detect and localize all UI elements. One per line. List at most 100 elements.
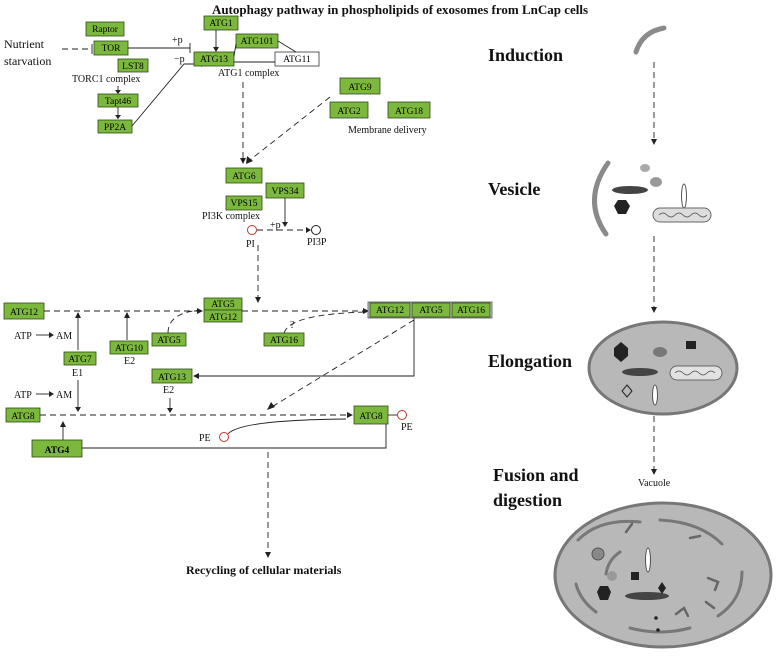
atp-label-2: ATP [14,390,32,401]
atg13-atg101-link [233,43,237,57]
gene-atg9[interactable]: ATG9 [339,77,381,95]
arrowhead [651,469,657,475]
svg-text:VPS15: VPS15 [231,199,258,209]
vesicle-membrane-icon [592,160,611,237]
gene-atg11[interactable]: ATG11 [274,51,320,67]
pi-label: PI [246,239,255,250]
complex-to-atg13 [196,318,415,377]
vacuole-dark-oval-icon [625,592,669,600]
svg-text:ATG13: ATG13 [200,55,228,65]
question-label: ? [290,320,295,331]
elong-diamond-icon [621,384,633,398]
arrowhead [240,158,246,164]
gene-pp2a[interactable]: PP2A [97,119,133,134]
gene-atg12-complex[interactable]: ATG12 [369,302,411,318]
vacuole-membrane-fragments-icon [574,518,744,634]
stage-vesicle: Vesicle [488,179,540,199]
gene-raptor[interactable]: Raptor [85,21,125,37]
elong-thin-oval-icon [652,384,658,406]
svg-text:ATG5: ATG5 [157,336,180,346]
gene-atg7[interactable]: ATG7 [63,351,97,366]
arrowhead [255,297,261,303]
gene-atg101[interactable]: ATG101 [235,33,279,49]
svg-text:LST8: LST8 [122,62,144,72]
pe-node-left [219,432,229,442]
svg-text:ATG4: ATG4 [45,446,70,456]
recycling-label: Recycling of cellular materials [186,563,342,577]
arrowhead [115,90,121,94]
arrowhead [282,222,288,227]
gene-atg5-complex[interactable]: ATG5 [411,302,451,318]
gene-atg13-e2[interactable]: ATG13 [151,368,193,384]
arrowhead [197,308,203,314]
gene-atg4[interactable]: ATG4 [31,439,83,458]
arrowhead [60,421,66,427]
gene-tapt46[interactable]: Tapt46 [97,93,139,108]
svg-text:ATG16: ATG16 [270,336,298,346]
torc1-complex-label: TORC1 complex [72,74,140,85]
complex-to-pe [269,319,415,409]
svg-text:VPS34: VPS34 [272,187,299,197]
minus-p-label: −p [174,54,185,65]
vacuole-small-circle-icon [607,571,617,581]
vacuole-icon [553,501,773,649]
am-label-1: AM [56,331,72,342]
vacuole-star-icon [658,582,666,594]
arrowhead [651,307,657,313]
vacuole-label: Vacuole [638,478,671,489]
gene-atg12-mid[interactable]: ATG12 [203,309,243,323]
elong-mitochondrion-icon [669,365,723,381]
gene-atg13-top[interactable]: ATG13 [193,51,235,67]
pi3p-node [311,225,321,235]
elong-dark-square-icon [686,341,696,349]
plus-p-label-2: +p [270,220,281,231]
gene-atg16-low[interactable]: ATG16 [263,332,305,347]
pi3p-label: PI3P [307,237,327,248]
induction-membrane-icon [633,25,667,55]
svg-text:ATG12: ATG12 [10,308,38,318]
arrowhead [75,407,81,412]
arrowhead [306,227,311,233]
pe-label-right: PE [401,422,413,433]
gene-atg12-left[interactable]: ATG12 [3,302,45,320]
vesicle-thin-oval-icon [681,183,687,209]
arrowhead [49,391,54,397]
gene-atg10[interactable]: ATG10 [109,340,149,355]
svg-text:ATG101: ATG101 [241,37,274,47]
pp2a-to-atg13-line [131,63,205,127]
arrowhead [49,332,54,338]
arrowhead [75,312,81,318]
gene-atg18[interactable]: ATG18 [387,101,431,119]
gene-atg1[interactable]: ATG1 [203,15,239,31]
gene-vps34[interactable]: VPS34 [265,182,305,199]
svg-text:ATG6: ATG6 [232,172,255,182]
membrane-delivery-label: Membrane delivery [348,125,427,136]
mitochondrion-cristae-icon [658,212,708,218]
gene-vps15[interactable]: VPS15 [225,195,263,211]
gene-atg6[interactable]: ATG6 [225,167,263,184]
gene-atg8-right[interactable]: ATG8 [353,405,389,425]
gene-atg5-low[interactable]: ATG5 [151,332,187,347]
am-label-2: AM [56,390,72,401]
svg-text:ATG12: ATG12 [376,306,404,316]
gene-atg16-complex[interactable]: ATG16 [451,302,491,318]
vacuole-thin-oval-icon [645,547,651,573]
svg-text:ATG10: ATG10 [115,344,143,354]
svg-text:ATG5: ATG5 [211,300,234,310]
pe-node-right [397,410,407,420]
gene-atg5-mid[interactable]: ATG5 [203,297,243,311]
vesicle-dark-oval-icon [612,186,648,194]
arrowhead [124,312,130,318]
gene-atg8-left[interactable]: ATG8 [5,407,41,423]
elong-cristae-icon [674,370,716,376]
vacuole-grey-circle-icon [591,547,605,561]
vacuole-debris-icon [624,522,720,618]
gene-tor[interactable]: TOR [93,40,129,56]
e2-label-b: E2 [163,385,174,396]
gene-lst8[interactable]: LST8 [117,58,149,73]
diagram-title: Autophagy pathway in phospholipids of ex… [212,2,588,17]
stage-induction: Induction [488,45,563,65]
svg-text:TOR: TOR [102,44,121,54]
gene-atg2[interactable]: ATG2 [329,101,369,119]
atp-label-1: ATP [14,331,32,342]
